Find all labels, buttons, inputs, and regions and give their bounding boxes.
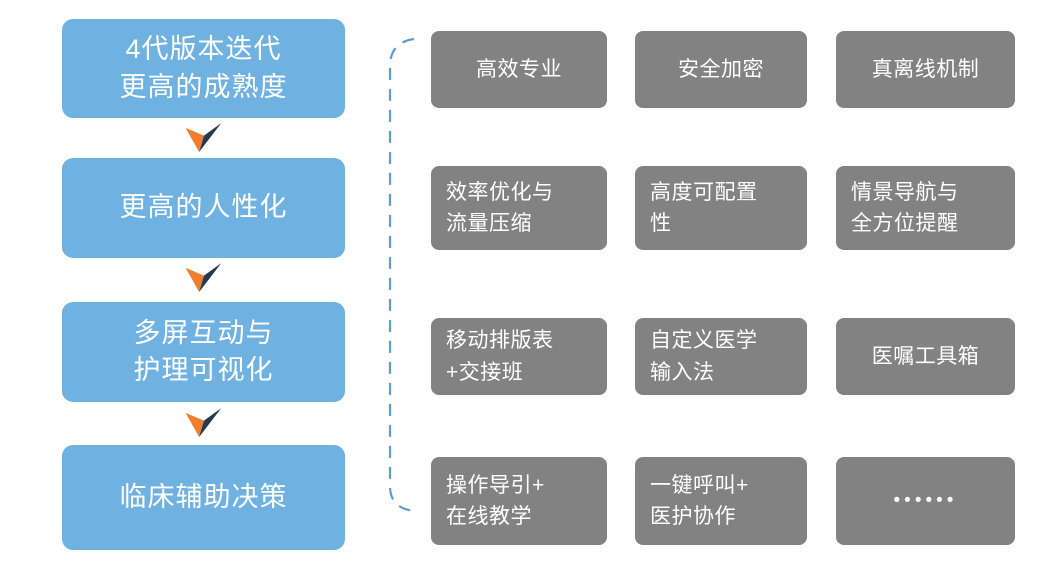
feature-box-7-label: 移动排版表 +交接班 (446, 329, 554, 384)
feature-box-8-label: 自定义医学 输入法 (650, 329, 758, 384)
flow-step-4-label: 临床辅助决策 (119, 481, 288, 512)
feature-box-11-label: 一键呼叫+ 医护协作 (650, 473, 749, 529)
feature-box-3-label: 真离线机制 (871, 57, 980, 81)
feature-box-11: 一键呼叫+ 医护协作 (635, 457, 807, 545)
feature-box-7: 移动排版表 +交接班 (431, 318, 607, 395)
feature-box-5-label: 高度可配置 性 (650, 180, 758, 236)
feature-box-5: 高度可配置 性 (635, 166, 807, 250)
dashed-bracket-line (388, 37, 415, 513)
feature-box-8: 自定义医学 输入法 (635, 318, 807, 395)
feature-box-10-label: 操作导引+ 在线教学 (446, 473, 545, 529)
flow-step-4: 临床辅助决策 (62, 445, 345, 550)
arrow-down-icon (185, 408, 222, 437)
ellipsis-dots: •••••• (893, 489, 958, 511)
flow-step-2-label: 更高的人性化 (119, 192, 288, 223)
feature-box-1-label: 高效专业 (476, 57, 562, 81)
arrow-down-icon (185, 263, 222, 292)
feature-box-9-label: 医嘱工具箱 (871, 344, 980, 368)
feature-box-6: 情景导航与 全方位提醒 (836, 166, 1015, 250)
feature-box-2-label: 安全加密 (678, 57, 764, 81)
feature-box-4: 效率优化与 流量压缩 (431, 166, 607, 250)
feature-box-4-label: 效率优化与 流量压缩 (446, 180, 554, 236)
flow-step-1: 4代版本迭代 更高的成熟度 (62, 19, 345, 118)
feature-box-more: •••••• (836, 457, 1015, 545)
flow-step-2: 更高的人性化 (62, 158, 345, 258)
flow-step-1-label: 4代版本迭代 更高的成熟度 (119, 34, 288, 102)
flow-step-3-label: 多屏互动与 护理可视化 (133, 317, 274, 385)
arrow-down-icon (185, 123, 222, 152)
feature-box-3: 真离线机制 (836, 31, 1015, 108)
feature-box-6-label: 情景导航与 全方位提醒 (851, 180, 959, 236)
feature-box-2: 安全加密 (635, 31, 807, 108)
feature-box-9: 医嘱工具箱 (836, 318, 1015, 395)
feature-box-10: 操作导引+ 在线教学 (431, 457, 607, 545)
feature-box-1: 高效专业 (431, 31, 607, 108)
flow-step-3: 多屏互动与 护理可视化 (62, 302, 345, 402)
